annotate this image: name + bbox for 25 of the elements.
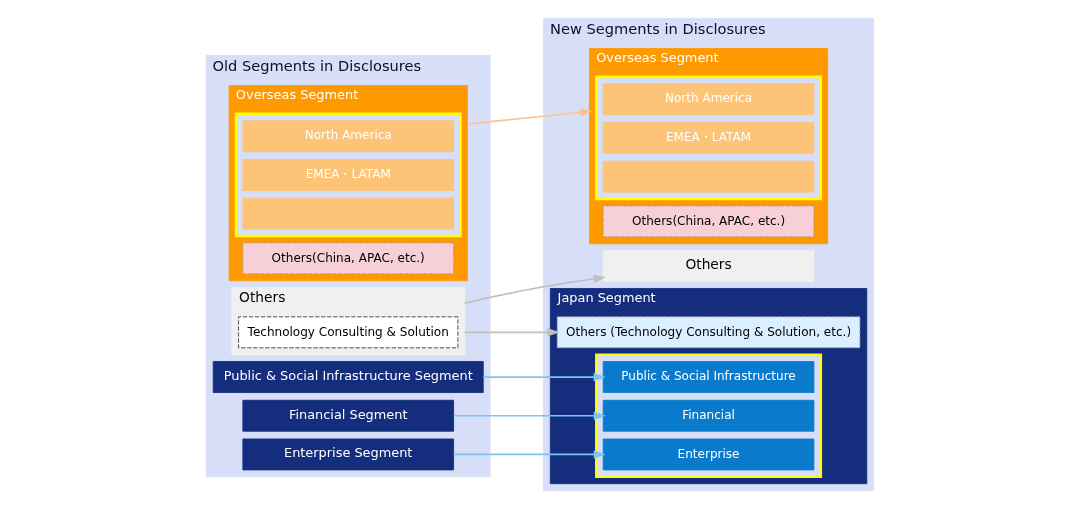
cluster — [595, 75, 823, 201]
node-box — [242, 197, 454, 230]
arrow — [463, 328, 560, 337]
node-box: Public & Social Infrastructure Segment — [212, 361, 484, 393]
node-box: Others(China, APAC, etc.) — [242, 242, 454, 275]
node-box: Technology Consulting & Solution — [238, 316, 459, 349]
arrow — [466, 108, 593, 125]
arrow — [463, 274, 606, 304]
node-box: North America — [242, 120, 454, 153]
node-box: Others — [602, 250, 815, 282]
node-box: North America — [602, 83, 815, 116]
node-box: Public & Social Infrastructure — [602, 361, 815, 393]
arrow — [452, 450, 606, 459]
node-box: Enterprise Segment — [242, 438, 454, 471]
arrow — [482, 372, 606, 382]
cluster — [234, 112, 462, 238]
node-box: Others (Technology Consulting & Solution, etc.) — [556, 316, 861, 349]
arrow — [452, 411, 606, 420]
node-box: Enterprise — [602, 438, 815, 471]
node-box: EMEA・LATAM — [242, 159, 454, 191]
node-box: Financial — [602, 399, 815, 432]
node-box: Financial Segment — [242, 399, 454, 432]
node-box — [602, 160, 815, 193]
node-box: Others(China, APAC, etc.) — [602, 205, 815, 238]
node-box: EMEA・LATAM — [602, 122, 815, 154]
